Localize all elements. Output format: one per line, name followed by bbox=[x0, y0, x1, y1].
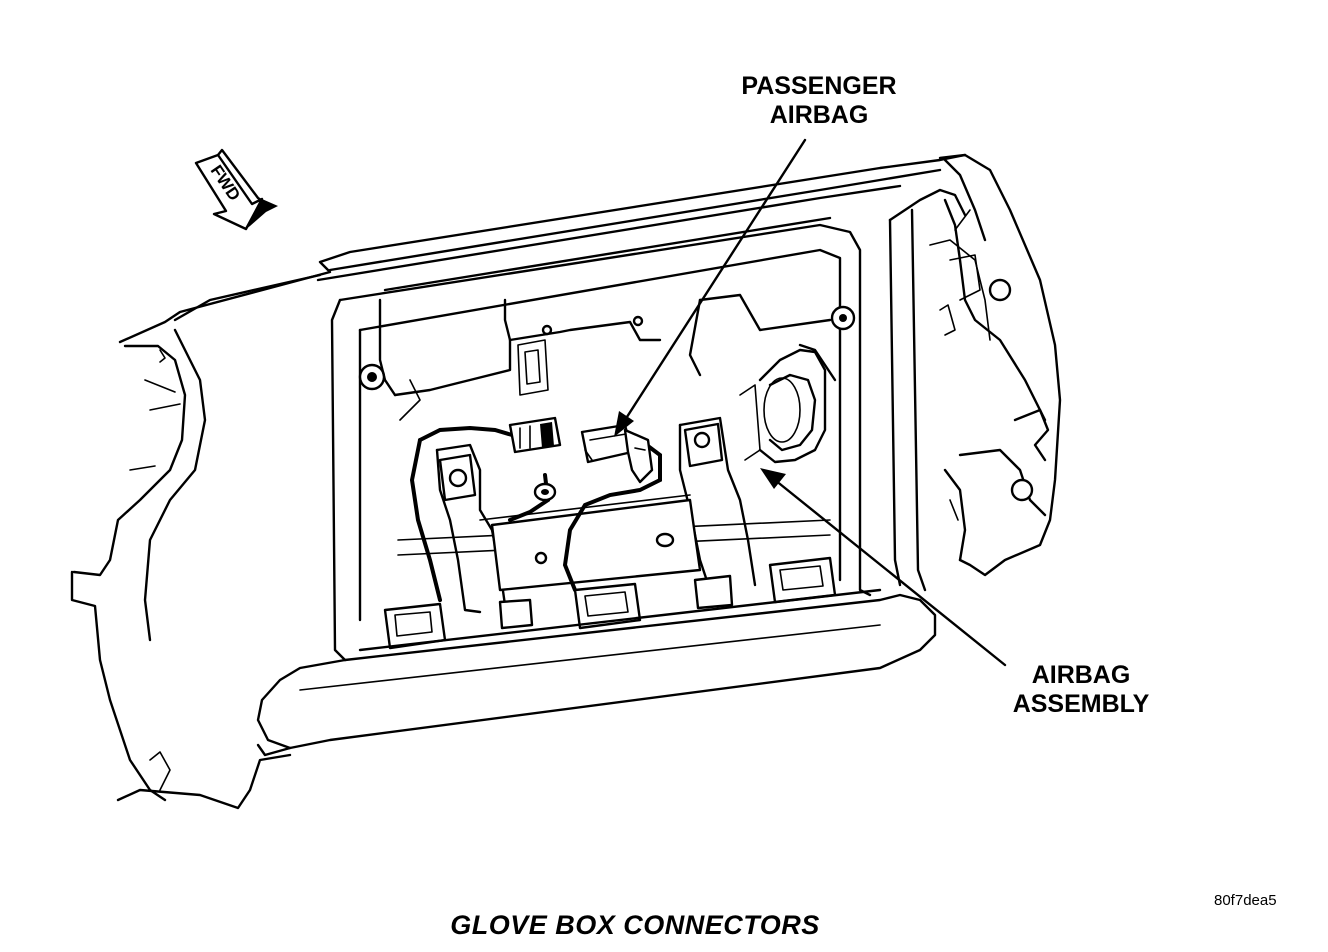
airbag-assembly-housing bbox=[739, 343, 837, 464]
leader-passenger-airbag bbox=[614, 138, 807, 437]
hinge-clips bbox=[383, 556, 837, 650]
airbag-assembly-label-line2: ASSEMBLY bbox=[1012, 690, 1150, 718]
vehicle-connector bbox=[508, 416, 562, 454]
glove-box-frame bbox=[330, 188, 991, 662]
glove-box-door bbox=[256, 588, 937, 757]
airbag-assembly-label-line1: AIRBAG bbox=[1031, 661, 1131, 689]
wiring-harness bbox=[399, 379, 662, 602]
leader-airbag-assembly bbox=[760, 468, 1007, 667]
figure-code: 80f7dea5 bbox=[1214, 892, 1277, 909]
passenger-airbag-label: PASSENGER AIRBAG bbox=[724, 72, 914, 130]
fwd-arrow-icon: FWD bbox=[194, 148, 278, 231]
passenger-airbag-connector bbox=[580, 423, 654, 484]
right-side-structure bbox=[939, 198, 1050, 562]
figure-caption: GLOVE BOX CONNECTORS bbox=[450, 910, 820, 940]
passenger-airbag-label-line2: AIRBAG bbox=[769, 101, 869, 129]
upper-panel bbox=[316, 153, 1062, 577]
support-brackets bbox=[397, 416, 831, 614]
passenger-airbag-label-line1: PASSENGER bbox=[741, 72, 897, 100]
airbag-assembly-label: AIRBAG ASSEMBLY bbox=[996, 661, 1166, 719]
upper-bracket bbox=[378, 293, 832, 397]
grommet bbox=[533, 482, 557, 502]
instrument-panel bbox=[70, 153, 967, 810]
